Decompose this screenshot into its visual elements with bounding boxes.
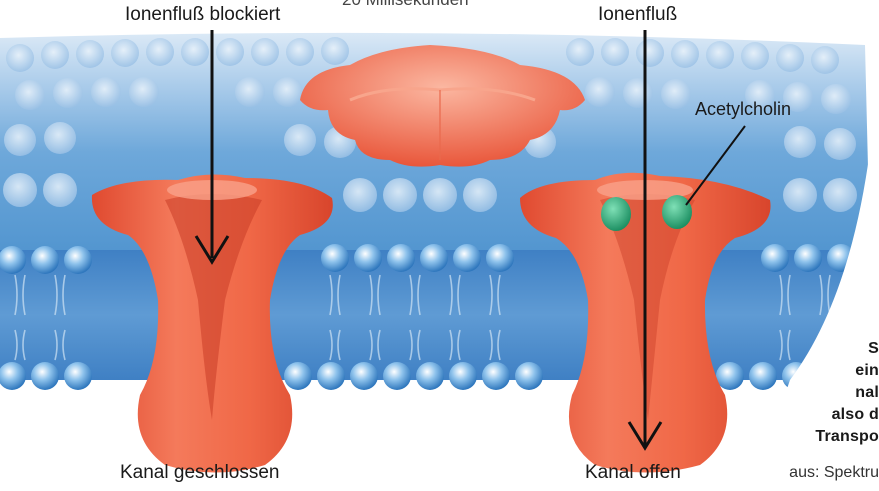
- label-channel-open: Kanal offen: [585, 462, 681, 484]
- caption-line-5: Transpo: [815, 428, 879, 446]
- caption-line-1: S: [868, 340, 879, 358]
- label-ion-flow-blocked: Ionenfluß blockiert: [125, 4, 280, 26]
- acetylcholin-molecule-left: [601, 197, 631, 231]
- caption-line-4: also d: [832, 406, 879, 424]
- label-channel-closed: Kanal geschlossen: [120, 462, 280, 484]
- acetylcholin-molecule-right: [662, 195, 692, 229]
- caption-line-3: nal: [855, 384, 879, 402]
- label-time-cutoff: 20 Millisekunden: [342, 0, 469, 10]
- caption-source: aus: Spektru: [789, 464, 879, 482]
- label-acetylcholin: Acetylcholin: [695, 99, 791, 120]
- caption-line-2: ein: [855, 362, 879, 380]
- label-ion-flow: Ionenfluß: [598, 4, 677, 26]
